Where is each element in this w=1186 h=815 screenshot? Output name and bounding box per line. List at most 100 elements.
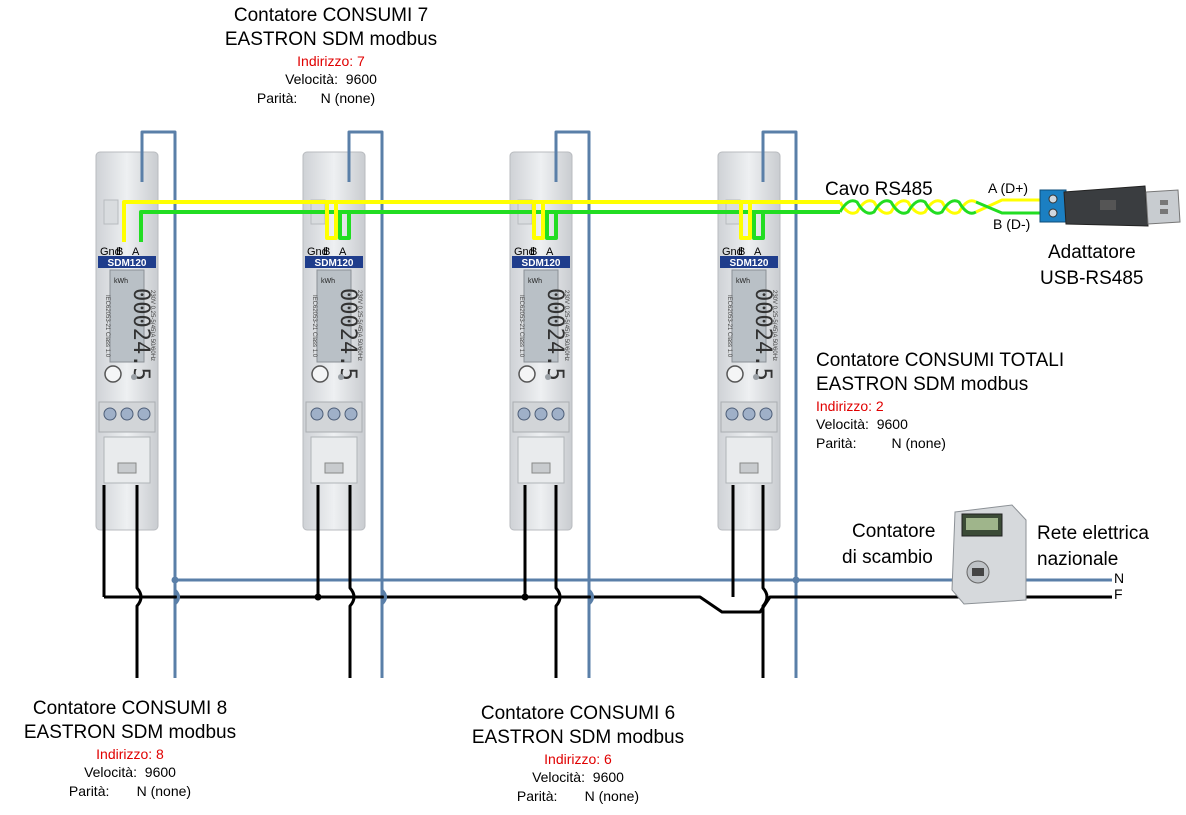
- wire-hop: [380, 588, 387, 606]
- rs485-b-to-adapter: [975, 200, 1040, 215]
- lcd-reading: 00024.5: [128, 288, 153, 381]
- pulse-led: [338, 374, 344, 380]
- pulse-led: [753, 374, 759, 380]
- phase-junction: [314, 593, 322, 601]
- meter-2-parity: Parità: N (none): [816, 435, 946, 451]
- scroll-button: [518, 365, 536, 383]
- side-text-left: IEC62053-21 Class 1.0: [311, 295, 317, 358]
- terminal-screw: [137, 407, 151, 421]
- model-band: [98, 256, 156, 268]
- terminal-label: B: [323, 246, 330, 258]
- terminal-screw: [759, 407, 773, 421]
- lcd-screen: [523, 269, 559, 363]
- neutral-loop: [140, 130, 177, 678]
- neutral-loop: [347, 130, 384, 678]
- usb-plug: [1145, 189, 1181, 225]
- terminal-label: A: [546, 246, 554, 258]
- side-text-left: IEC62053-21 Class 1.0: [518, 295, 524, 358]
- terminal-label: Gnd: [307, 246, 328, 258]
- terminal-screw: [725, 407, 739, 421]
- meter-6-title: Contatore CONSUMI 6: [480, 703, 676, 724]
- meter-6-address: Indirizzo: 6: [544, 751, 612, 767]
- model-label: SDM120: [108, 258, 147, 269]
- lcd-screen: [731, 269, 767, 363]
- lcd-unit: kWh: [736, 278, 750, 285]
- phase-out: [348, 485, 356, 678]
- meter-6-label: Contatore CONSUMI 6 EASTRON SDM modbus I…: [452, 702, 704, 806]
- clamp-slot: [739, 462, 759, 474]
- terminal-screw: [551, 407, 565, 421]
- clamp-slot: [117, 462, 137, 474]
- meter-8-label: Contatore CONSUMI 8 EASTRON SDM modbus I…: [4, 697, 256, 801]
- cable-b-label: B (D-): [993, 216, 1031, 232]
- rs485-b-loop: [545, 212, 558, 240]
- lower-clamp: [310, 436, 358, 484]
- adapter-screw: [1048, 194, 1058, 204]
- clamp-slot: [324, 462, 344, 474]
- side-text-right: 230V 0.25-5(45)A 50/60Hz: [771, 290, 777, 361]
- meter-7-speed: Velocità: 9600: [285, 71, 377, 87]
- rs485-b-line: [139, 210, 840, 242]
- rs485-b-loop: [752, 212, 765, 240]
- twisted-a: [838, 199, 977, 215]
- terminal-label: Gnd: [722, 246, 743, 258]
- usb-contact: [1160, 209, 1168, 214]
- neutral-label: N: [1114, 570, 1125, 586]
- lcd-unit: kWh: [114, 278, 128, 285]
- neutral-loop: [554, 130, 591, 678]
- rs485-a-to-adapter: [975, 198, 1040, 214]
- lcd-reading: 00024.5: [750, 288, 775, 381]
- terminal-screw: [742, 407, 756, 421]
- phase-out: [554, 485, 562, 678]
- meter-2-title: Contatore CONSUMI TOTALI: [816, 350, 1065, 371]
- meter-2-model: EASTRON SDM modbus: [816, 374, 1029, 395]
- adapter-label-2: USB-RS485: [1040, 268, 1144, 289]
- phase-bus: [104, 595, 1112, 614]
- wire-hop: [587, 588, 594, 606]
- twisted-b: [838, 199, 977, 215]
- pulse-led: [545, 374, 551, 380]
- terminal-label: A: [754, 246, 762, 258]
- cable-a-label: A (D+): [988, 180, 1029, 196]
- meter-6-parity: Parità: N (none): [516, 788, 640, 804]
- meter-7-parity: Parità: N (none): [256, 90, 376, 106]
- phase-out: [135, 485, 143, 678]
- terminal-label: A: [132, 246, 140, 258]
- wire-hop: [173, 588, 180, 606]
- terminal-screw: [103, 407, 117, 421]
- terminal-label: B: [116, 246, 123, 258]
- rs485-a-loop: [739, 202, 752, 240]
- meter-2-address: Indirizzo: 2: [816, 398, 884, 414]
- pulse-led: [131, 374, 137, 380]
- terminal-screw: [534, 407, 548, 421]
- meter-7-address: Indirizzo: 7: [297, 53, 365, 69]
- neutral-junction: [792, 576, 800, 584]
- usb-contact: [1160, 200, 1168, 205]
- adapter-screw: [1048, 208, 1058, 218]
- lower-clamp: [103, 436, 151, 484]
- meter-7-label: Contatore CONSUMI 7 EASTRON SDM modbus I…: [200, 4, 462, 108]
- side-text-left: IEC62053-21 Class 1.0: [726, 295, 732, 358]
- side-text-right: 230V 0.25-5(45)A 50/60Hz: [356, 290, 362, 361]
- exchange-meter-device: [951, 504, 1027, 605]
- meter-7-model: EASTRON SDM modbus: [224, 29, 438, 50]
- clamp-slot: [531, 462, 551, 474]
- exchange-meter-label-2: di scambio: [842, 547, 933, 568]
- terminal-screw: [310, 407, 324, 421]
- rs485-b-loop: [338, 212, 351, 240]
- adapter-label-plate: [1100, 200, 1116, 210]
- scroll-button: [726, 365, 744, 383]
- neutral-loop: [761, 130, 798, 678]
- model-label: SDM120: [315, 258, 354, 269]
- model-band: [305, 256, 363, 268]
- side-text-right: 230V 0.25-5(45)A 50/60Hz: [563, 290, 569, 361]
- terminal-screw: [344, 407, 358, 421]
- lower-clamp: [517, 436, 565, 484]
- meter-6-speed: Velocità: 9600: [532, 769, 624, 785]
- terminal-screw: [327, 407, 341, 421]
- scroll-button: [311, 365, 329, 383]
- lcd-screen: [109, 269, 145, 363]
